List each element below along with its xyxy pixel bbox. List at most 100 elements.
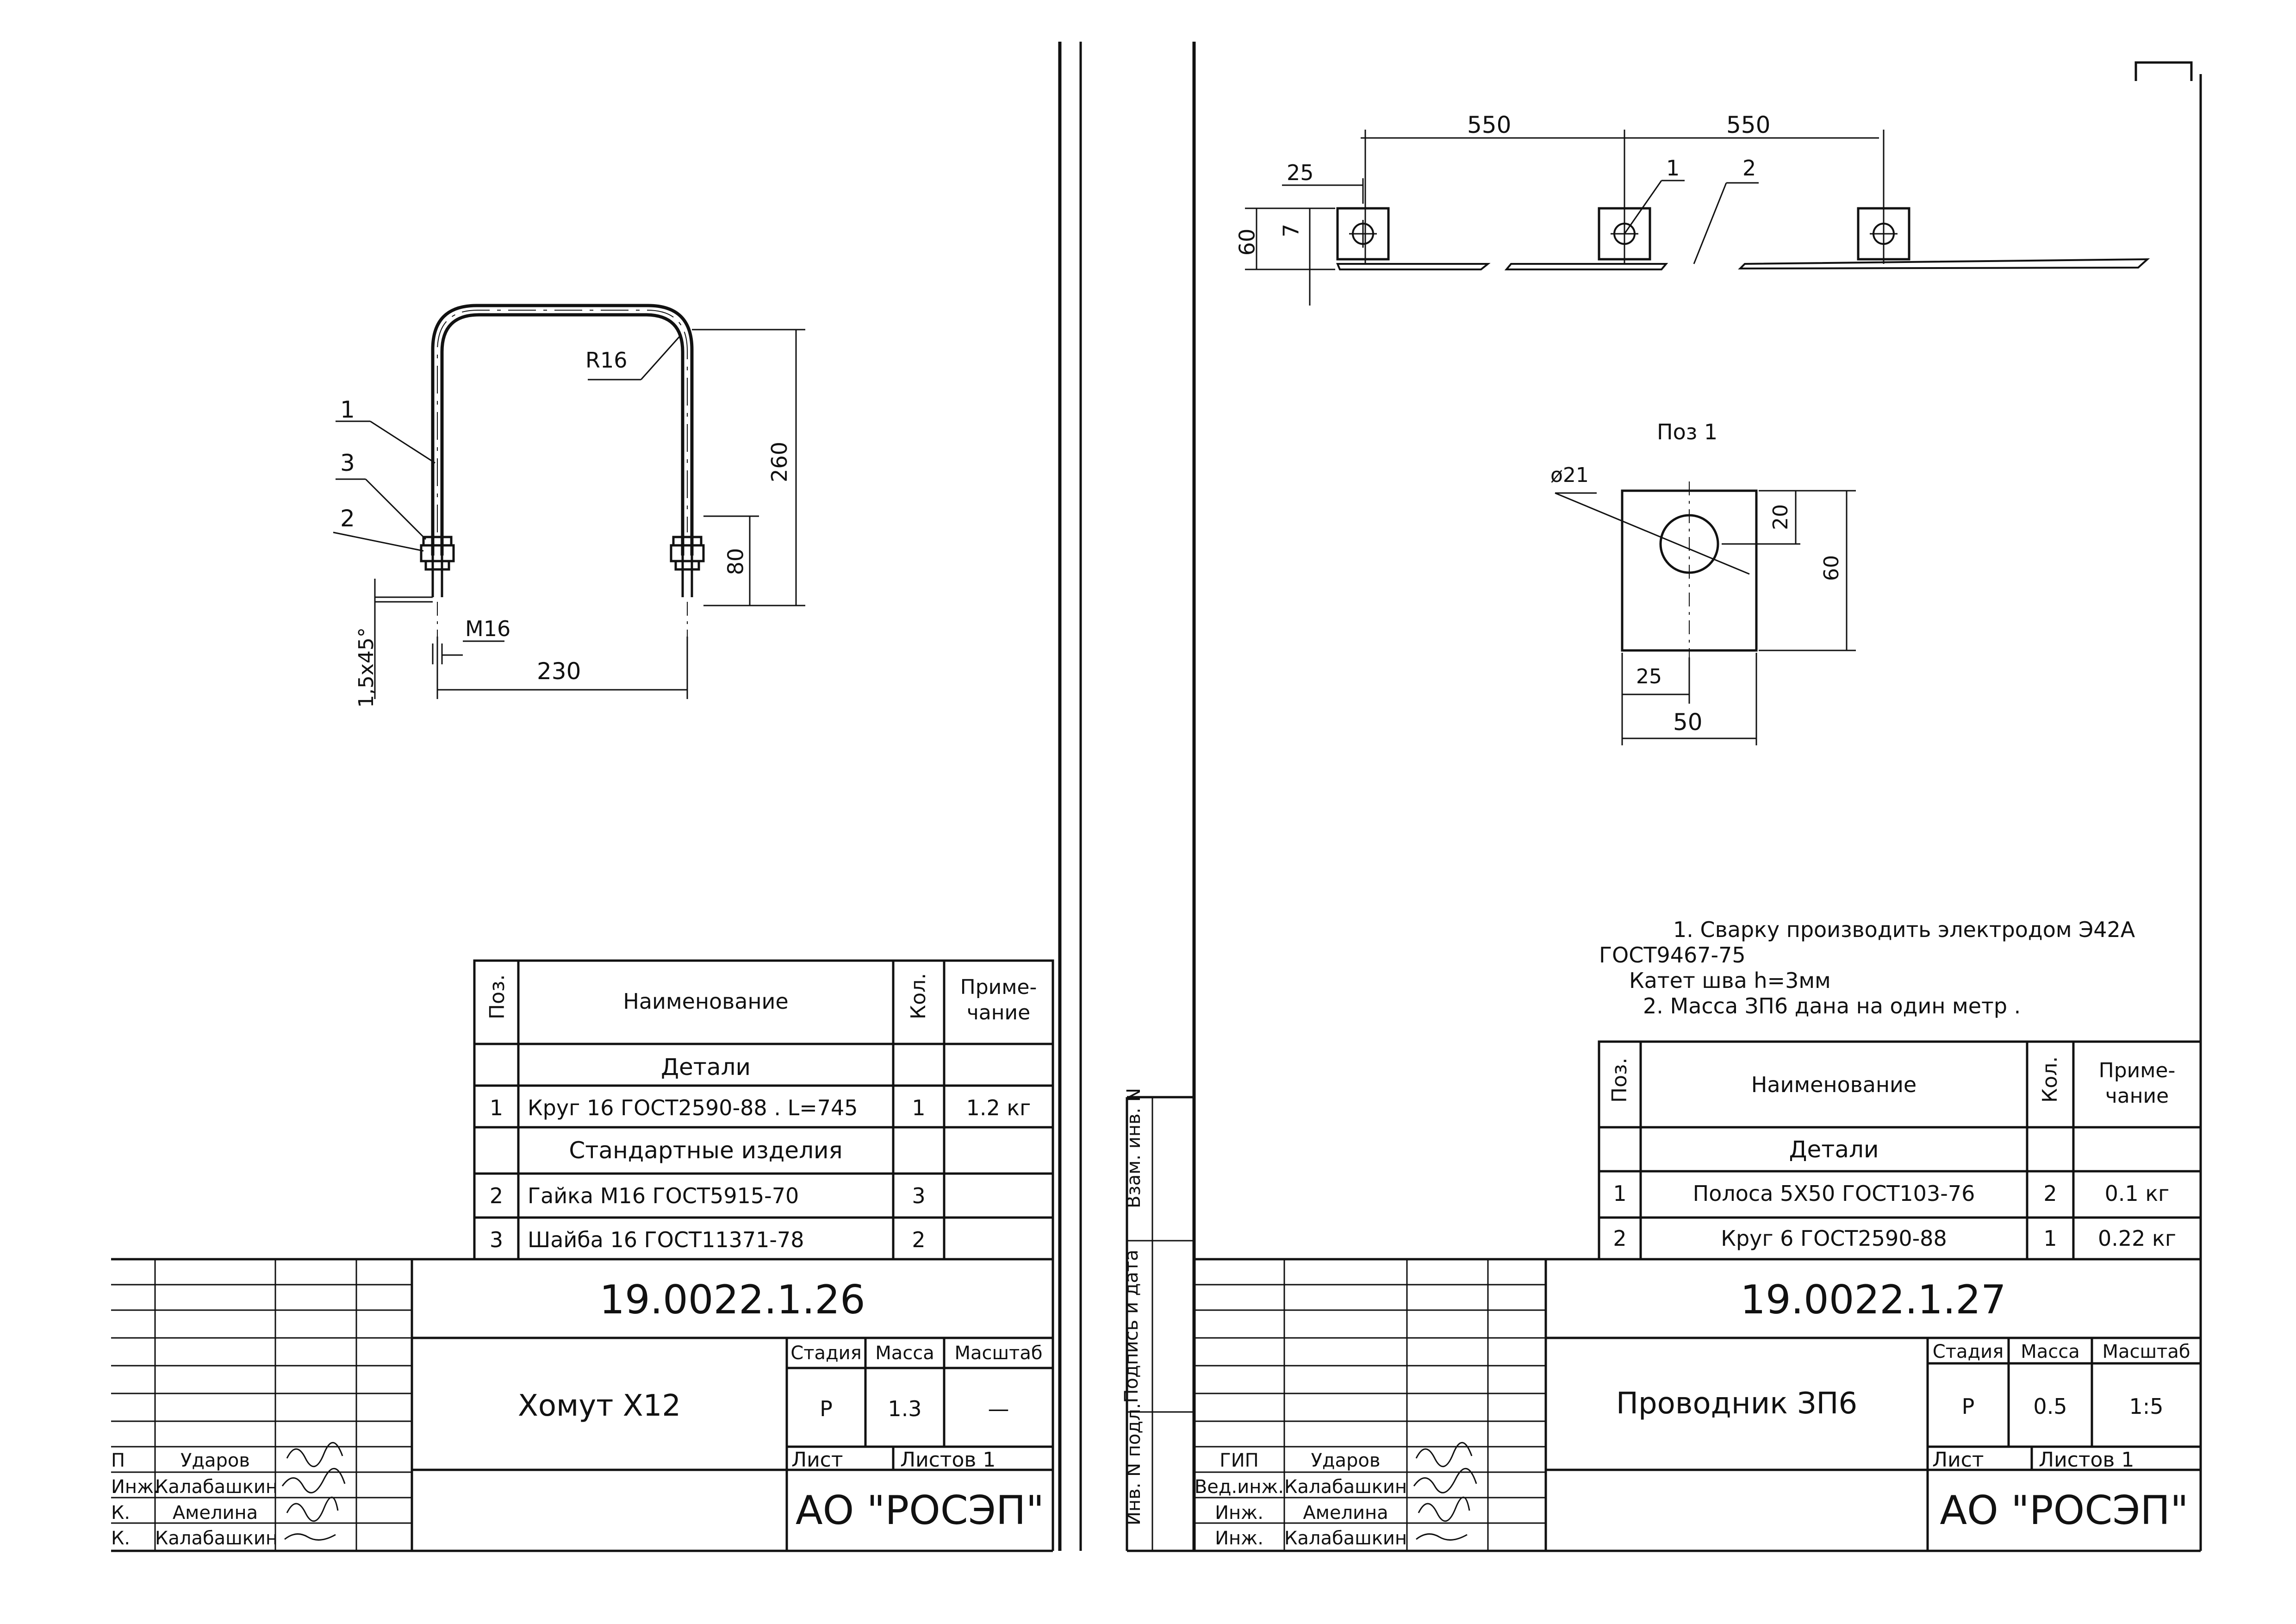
stamp-sheet: Лист (1932, 1448, 1984, 1472)
stamp-role: П (111, 1450, 125, 1471)
pos-leader-3: 3 (340, 450, 355, 476)
spec-row-name: Полоса 5Х50 ГОСТ103-76 (1692, 1181, 1975, 1206)
stamp-role: К. (111, 1502, 131, 1524)
stamp-person: Ударов (1311, 1450, 1381, 1471)
pos-leader-1: 1 (340, 396, 355, 423)
stamp-person: Ударов (180, 1450, 250, 1471)
spec-row-qty: 2 (2043, 1181, 2057, 1206)
stamp-role: Инж. (1215, 1528, 1263, 1549)
right-stamp-grid (1126, 1096, 2202, 1552)
pos-leader-2: 2 (1742, 156, 1756, 181)
spec-row-pos: 3 (489, 1227, 504, 1252)
spec-row-pos: 2 (489, 1183, 504, 1208)
spec-header-pos: Поз. (1608, 1057, 1631, 1103)
stamp-sheets: Листов 1 (2039, 1448, 2134, 1472)
stamp-mass-header: Масса (2021, 1341, 2080, 1362)
spec-header-qty: Кол. (2038, 1056, 2062, 1103)
dim-60: 60 (1234, 228, 1260, 256)
spec-section-details: Детали (660, 1054, 751, 1081)
stamp-person: Амелина (1303, 1502, 1388, 1524)
spec-header-name: Наименование (623, 989, 789, 1014)
stamp-role: Инж. (1215, 1502, 1263, 1524)
dim-260: 260 (766, 442, 792, 482)
spec-row-pos: 1 (1613, 1181, 1627, 1206)
pos1-dim-25: 25 (1636, 665, 1662, 688)
spec-row-qty: 3 (912, 1183, 926, 1208)
pos1-dim-50: 50 (1673, 709, 1703, 736)
spec-header-name: Наименование (1751, 1072, 1917, 1097)
pos1-detail (1555, 481, 1856, 745)
stamp-mass-header: Масса (875, 1343, 934, 1364)
stamp-stage-header: Стадия (790, 1343, 862, 1364)
organization: АО "РОСЭП" (795, 1487, 1045, 1534)
stamp-scale-header: Масштаб (954, 1343, 1043, 1364)
spec-row-note: 0.1 кг (2104, 1181, 2170, 1206)
stamp-scale-header: Масштаб (2102, 1341, 2190, 1362)
stamp-person: Калабашкин (155, 1476, 278, 1498)
pos-leader-1: 1 (1666, 156, 1680, 181)
organization: АО "РОСЭП" (1940, 1487, 2189, 1534)
spec-row-qty: 1 (2043, 1226, 2057, 1251)
spec-header-note: Приме- чание (960, 975, 1037, 1024)
note-line: 2. Масса ЗП6 дана на один метр . (1643, 993, 2021, 1018)
left-signatures (281, 1442, 346, 1541)
spec-header-qty: Кол. (907, 973, 930, 1019)
document-title: Хомут Х12 (517, 1389, 681, 1423)
chamfer-label: 1,5x45° (355, 627, 379, 708)
dim-230: 230 (537, 658, 581, 685)
conductor-drawing (1245, 130, 2150, 306)
dim-7: 7 (1278, 224, 1304, 237)
u-bolt-drawing (333, 304, 805, 699)
document-code: 19.0022.1.26 (599, 1277, 865, 1323)
stamp-stage: Р (820, 1396, 833, 1421)
stamp-role: Инж. (111, 1476, 160, 1498)
spec-row-pos: 1 (489, 1095, 504, 1120)
spec-row-name: Круг 16 ГОСТ2590-88 . L=745 (528, 1095, 858, 1120)
thread-label: M16 (465, 616, 511, 641)
document-code: 19.0022.1.27 (1740, 1277, 2006, 1323)
stamp-mass: 1.3 (888, 1396, 922, 1421)
dim-80: 80 (723, 548, 748, 575)
spec-row-note: 0.22 кг (2098, 1226, 2176, 1251)
stamp-scale: 1:5 (2129, 1394, 2164, 1419)
pos1-dim-60: 60 (1820, 555, 1843, 581)
stamp-scale: — (988, 1396, 1009, 1421)
spec-row-name: Гайка М16 ГОСТ5915-70 (528, 1183, 799, 1208)
side-label-inv-orig: Инв. N подл. (1123, 1403, 1145, 1525)
spec-section-standard: Стандартные изделия (569, 1137, 843, 1164)
stamp-person: Калабашкин (1284, 1528, 1407, 1549)
spec-row-qty: 2 (912, 1227, 926, 1252)
stamp-sheets: Листов 1 (900, 1448, 996, 1472)
pos1-dim-20: 20 (1769, 504, 1792, 530)
spec-row-qty: 1 (912, 1095, 926, 1120)
note-line: 1. Сварку производить электродом Э42А (1673, 917, 2135, 942)
side-label-signature: Подпись и дата (1121, 1249, 1142, 1403)
pos-leader-2: 2 (340, 505, 355, 532)
stamp-role: К. (111, 1528, 131, 1549)
stamp-mass: 0.5 (2033, 1394, 2067, 1419)
spec-row-name: Шайба 16 ГОСТ11371-78 (528, 1227, 804, 1252)
spec-section-details: Детали (1789, 1136, 1879, 1163)
dim-550-left: 550 (1467, 112, 1512, 138)
stamp-role: ГИП (1220, 1450, 1259, 1471)
document-title: Проводник ЗП6 (1616, 1387, 1858, 1421)
stamp-stage: Р (1961, 1394, 1975, 1419)
spec-header-pos: Поз. (485, 974, 509, 1019)
side-label-replaced: Взам. инв. N (1123, 1088, 1145, 1208)
radius-label: R16 (585, 348, 628, 373)
spec-row-pos: 2 (1613, 1226, 1627, 1251)
stamp-role: Вед.инж. (1194, 1476, 1284, 1498)
dim-550-right: 550 (1726, 112, 1771, 138)
note-line: ГОСТ9467-75 (1599, 943, 1746, 968)
hole-diameter: ø21 (1550, 463, 1589, 487)
stamp-person: Калабашкин (1284, 1476, 1407, 1498)
stamp-stage-header: Стадия (1932, 1341, 2004, 1362)
stamp-person: Амелина (172, 1502, 258, 1524)
spec-row-name: Круг 6 ГОСТ2590-88 (1721, 1226, 1947, 1251)
note-line: Катет шва h=3мм (1629, 968, 1831, 993)
spec-row-note: 1.2 кг (966, 1095, 1031, 1120)
pos1-title: Поз 1 (1657, 419, 1718, 444)
stamp-person: Калабашкин (155, 1528, 278, 1549)
left-stamp-grid (111, 1258, 1054, 1552)
right-signatures (1413, 1442, 1477, 1541)
